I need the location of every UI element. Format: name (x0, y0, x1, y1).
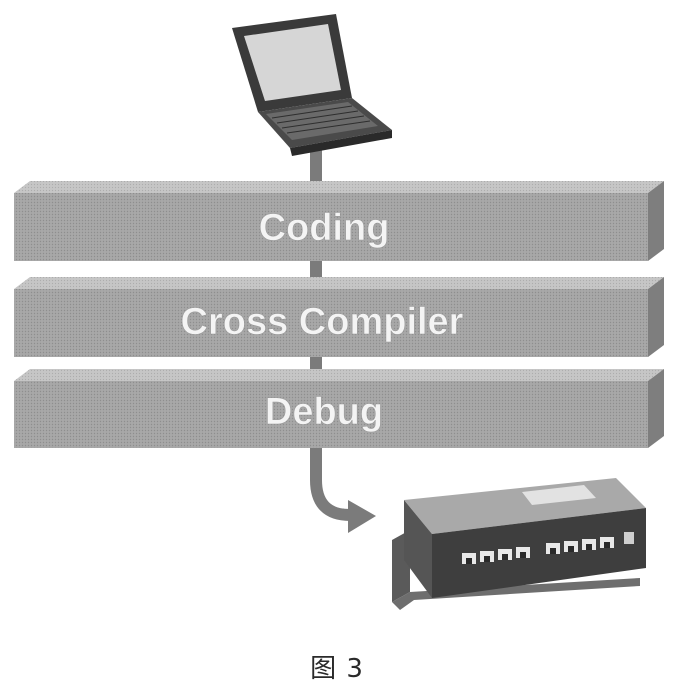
laptop-icon (232, 14, 392, 156)
arrow-head-icon (348, 500, 376, 533)
layer-label-coding: Coding (259, 207, 390, 249)
network-device-icon (392, 478, 646, 610)
layer-coding: Coding (14, 181, 664, 261)
layer-label-debug: Debug (265, 391, 383, 433)
layer-debug: Debug (14, 369, 664, 448)
figure-caption: 图 3 (0, 648, 674, 685)
layer-cross-compiler: Cross Compiler (14, 277, 664, 357)
layer-label-cross-compiler: Cross Compiler (181, 301, 464, 343)
